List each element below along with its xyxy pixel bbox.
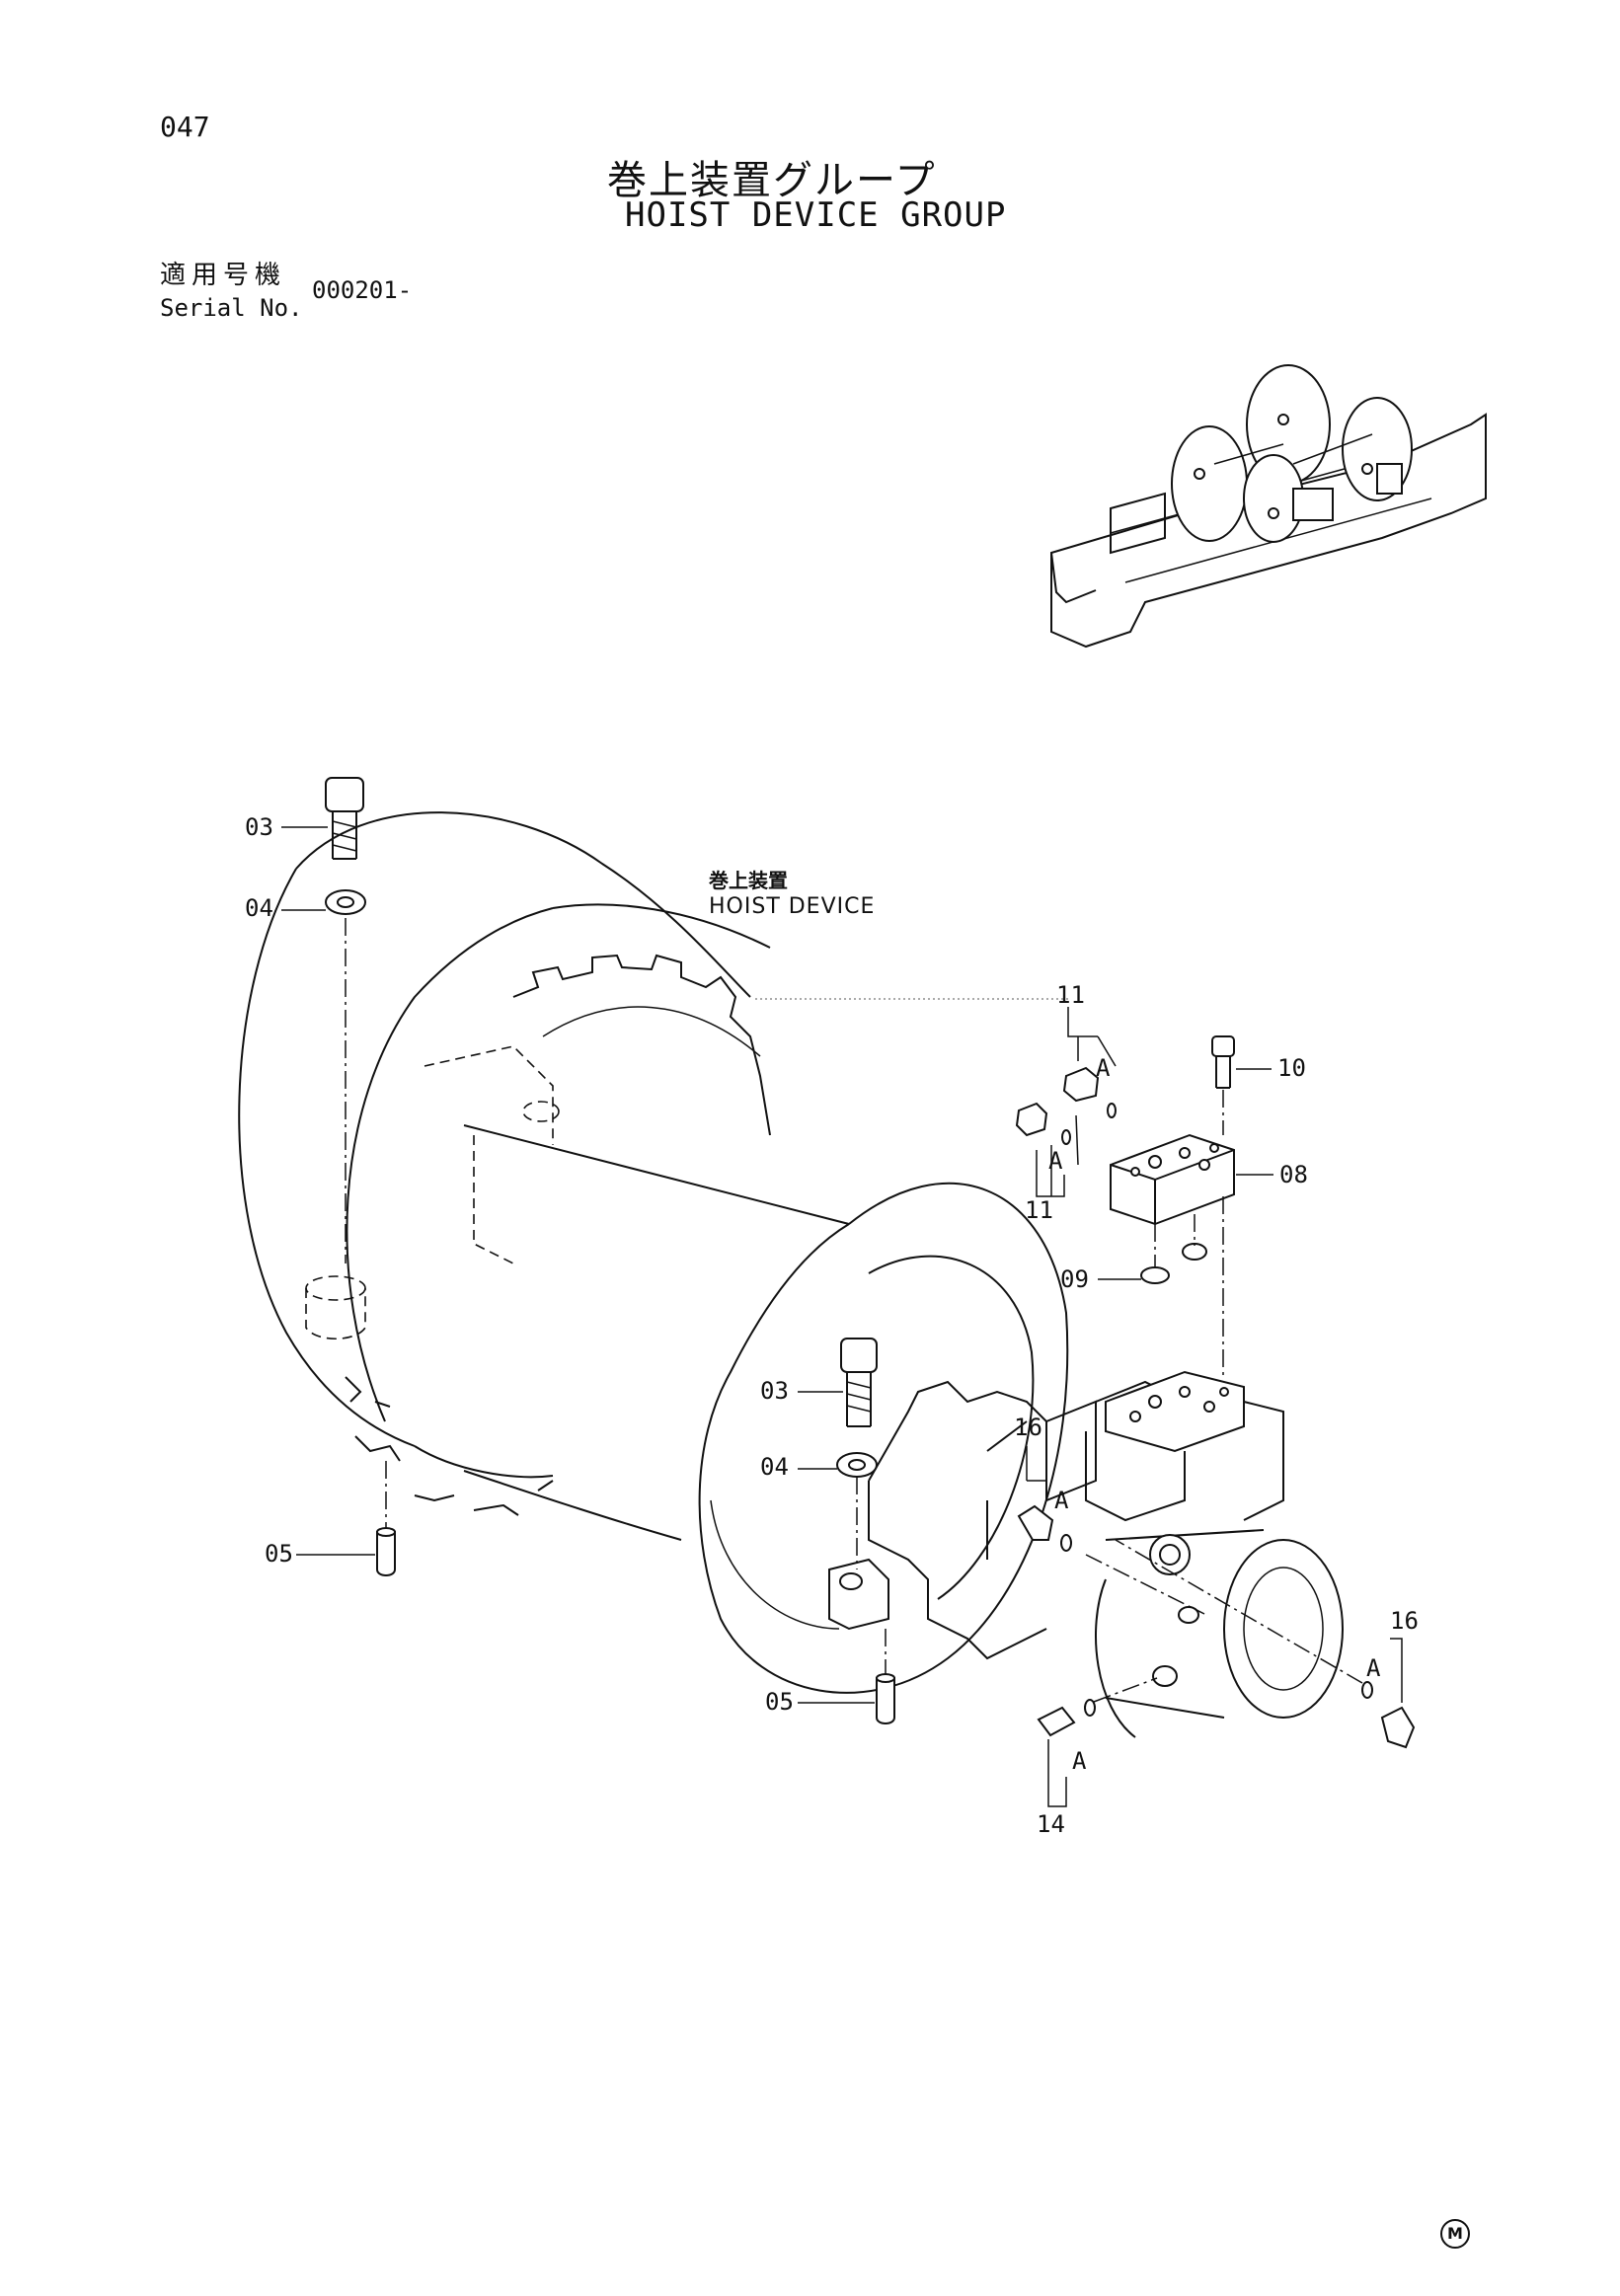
part-05-pin-left (376, 1531, 396, 1576)
callout-05-lower: 05 (765, 1688, 794, 1716)
part-14-plug (1037, 1706, 1076, 1737)
part-16-elbow-left (1017, 1504, 1054, 1541)
machine-symbol-mark: M (1440, 2219, 1470, 2249)
section-marker-a-right: A (1366, 1654, 1381, 1682)
assembly-label-english: HOIST DEVICE (709, 894, 876, 919)
callout-11-bottom: 11 (1025, 1196, 1053, 1224)
callout-09: 09 (1060, 1265, 1089, 1293)
callout-05-left: 05 (265, 1540, 293, 1568)
part-05-pin-lower (876, 1677, 895, 1724)
title-japanese: 巻上装置グループ (607, 158, 937, 203)
part-11-plug-bottom (1015, 1102, 1048, 1137)
section-marker-a-left: A (1048, 1147, 1063, 1175)
part-11-plug-top (1062, 1066, 1100, 1103)
assembly-label-japanese: 巻上装置 (709, 869, 788, 892)
part-08-valve-block (1110, 1133, 1235, 1226)
callout-10: 10 (1277, 1054, 1306, 1082)
part-03-bolt-lower (840, 1338, 878, 1427)
serial-number-value: 000201- (312, 276, 413, 304)
callout-04-lower: 04 (760, 1453, 789, 1481)
callout-04-upper: 04 (245, 894, 273, 922)
title-english: HOIST DEVICE GROUP (625, 195, 1007, 235)
section-marker-a-top: A (1096, 1054, 1111, 1082)
part-10-bolt (1211, 1035, 1235, 1089)
part-16-elbow-right (1380, 1706, 1416, 1749)
callout-14: 14 (1037, 1810, 1065, 1838)
serial-label-japanese: 適用号機 (160, 261, 287, 290)
part-09-o-ring (1140, 1266, 1170, 1284)
page-number: 047 (160, 111, 210, 143)
part-03-bolt-upper (325, 777, 364, 860)
callout-03-upper: 03 (245, 813, 273, 841)
serial-label-english: Serial No. (160, 294, 303, 322)
callout-08: 08 (1279, 1161, 1308, 1188)
callout-03-lower: 03 (760, 1377, 789, 1405)
callout-11-top: 11 (1056, 981, 1085, 1009)
callout-16-right: 16 (1390, 1607, 1419, 1635)
hoist-motor-and-valve (828, 1370, 1344, 1738)
callout-16-left: 16 (1014, 1414, 1042, 1441)
locator-thumbnail (1050, 364, 1487, 649)
section-marker-a-mid: A (1054, 1487, 1069, 1514)
section-marker-a-bottom: A (1072, 1747, 1087, 1775)
hoist-drum (238, 811, 1069, 1694)
